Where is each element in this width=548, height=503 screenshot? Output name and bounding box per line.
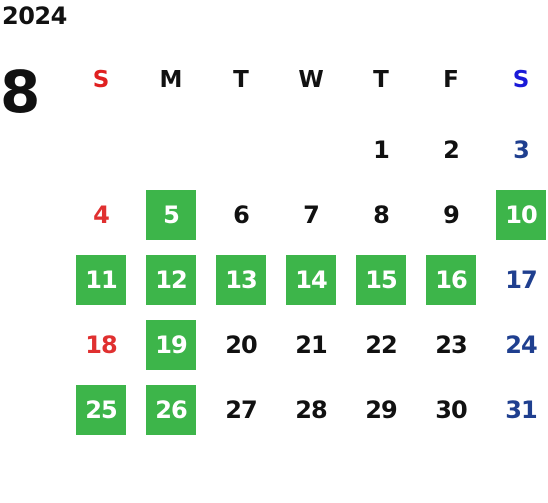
calendar-day[interactable]: 18 [85, 331, 117, 359]
calendar-day[interactable]: 21 [295, 331, 327, 359]
calendar-day[interactable]: 6 [233, 201, 250, 229]
weekday-header-sunday: S [92, 67, 110, 93]
calendar-day-highlighted[interactable]: 13 [216, 255, 266, 305]
calendar-day-highlighted[interactable]: 12 [146, 255, 196, 305]
calendar-day[interactable]: 3 [513, 136, 530, 164]
calendar-day[interactable]: 30 [435, 396, 467, 424]
calendar-day[interactable]: 22 [365, 331, 397, 359]
weekday-header: T [373, 67, 389, 93]
calendar-day[interactable]: 24 [505, 331, 537, 359]
calendar-day[interactable]: 2 [443, 136, 460, 164]
calendar-day[interactable]: 4 [93, 201, 110, 229]
calendar-day[interactable]: 1 [373, 136, 390, 164]
weekday-header: T [233, 67, 249, 93]
calendar-day-highlighted[interactable]: 19 [146, 320, 196, 370]
calendar-day[interactable]: 8 [373, 201, 390, 229]
calendar-day-highlighted[interactable]: 10 [496, 190, 546, 240]
calendar-day[interactable]: 31 [505, 396, 537, 424]
calendar-day[interactable]: 28 [295, 396, 327, 424]
calendar-day[interactable]: 17 [505, 266, 537, 294]
weekday-header: M [159, 67, 183, 93]
calendar-day[interactable]: 27 [225, 396, 257, 424]
calendar-day[interactable]: 29 [365, 396, 397, 424]
year-label: 2024 [2, 2, 67, 30]
calendar-day-highlighted[interactable]: 26 [146, 385, 196, 435]
calendar-day-highlighted[interactable]: 14 [286, 255, 336, 305]
weekday-header: W [298, 67, 324, 93]
calendar-day[interactable]: 7 [303, 201, 320, 229]
calendar-day-highlighted[interactable]: 11 [76, 255, 126, 305]
calendar-day-highlighted[interactable]: 15 [356, 255, 406, 305]
calendar-day-highlighted[interactable]: 5 [146, 190, 196, 240]
weekday-header-saturday: S [512, 67, 530, 93]
calendar-day[interactable]: 23 [435, 331, 467, 359]
month-number: 8 [0, 58, 40, 126]
calendar-day-highlighted[interactable]: 16 [426, 255, 476, 305]
weekday-header: F [443, 67, 459, 93]
calendar-day-highlighted[interactable]: 25 [76, 385, 126, 435]
calendar-day[interactable]: 20 [225, 331, 257, 359]
calendar-day[interactable]: 9 [443, 201, 460, 229]
